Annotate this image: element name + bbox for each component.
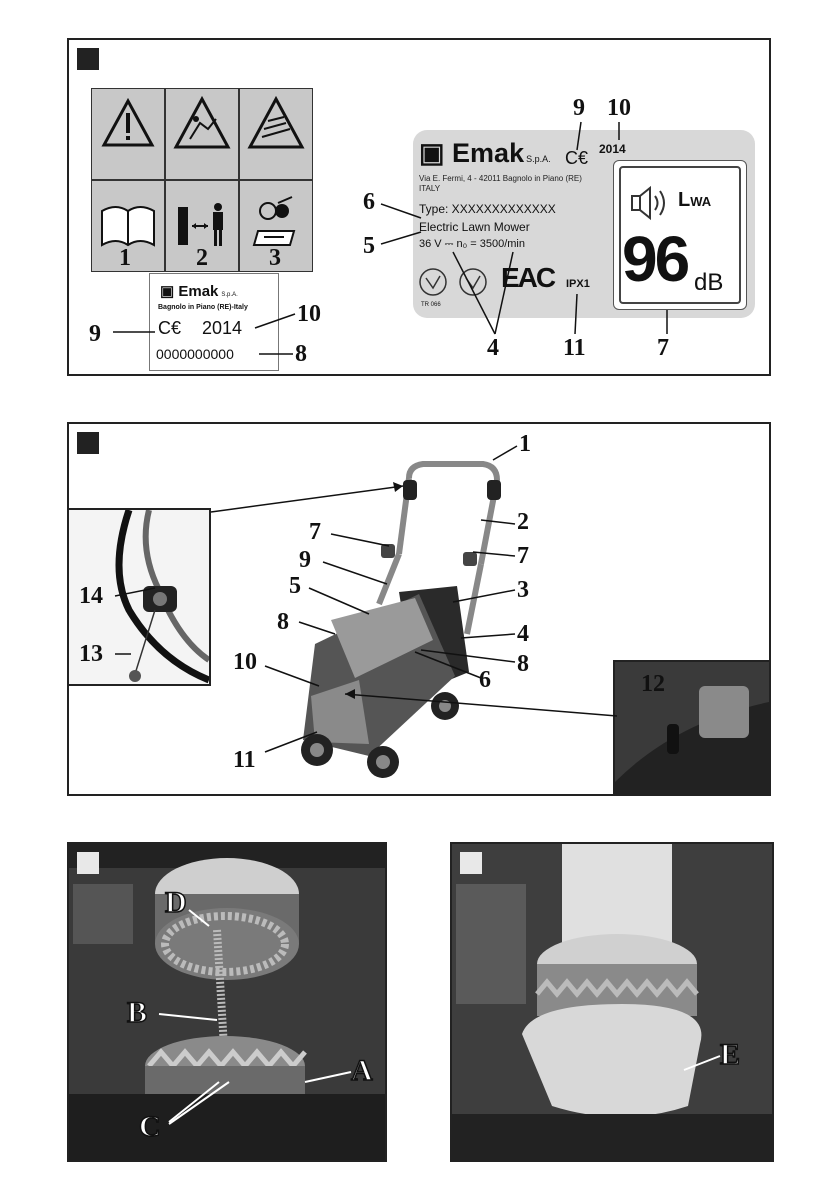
mower-leader-lines [69, 424, 769, 794]
photo-leader-lines [69, 844, 385, 1160]
figure-panel-mower: 1 2 7 7 9 3 5 8 4 8 10 6 11 14 13 12 [67, 422, 771, 796]
figure-panel-spring-photo: D B A C [67, 842, 387, 1162]
cover-leader-lines [452, 844, 772, 1160]
figure-panel-cover-photo: E [450, 842, 774, 1162]
leader-lines [69, 40, 769, 374]
